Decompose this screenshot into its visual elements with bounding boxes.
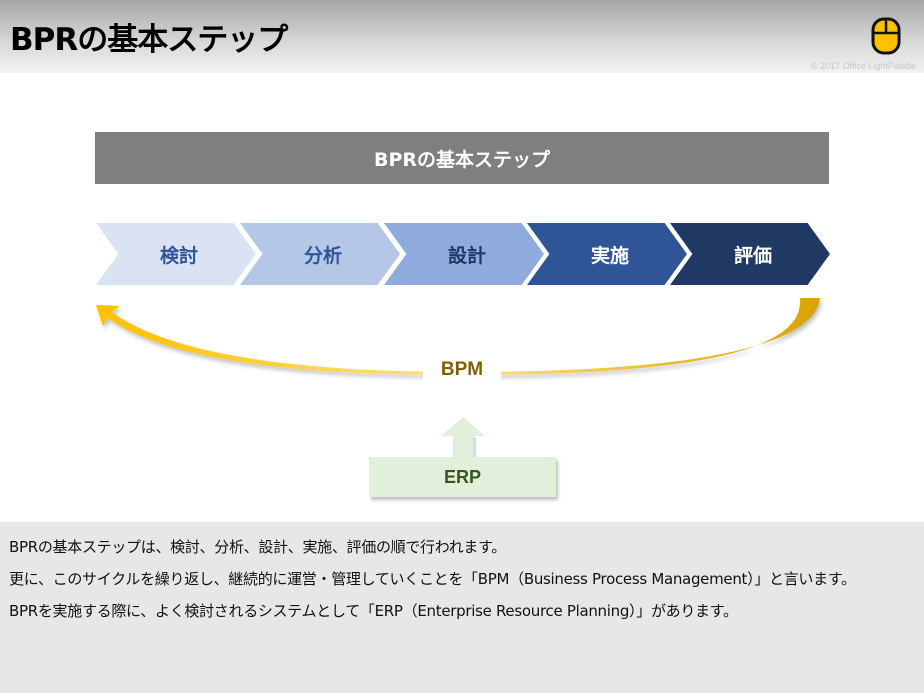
step-label: 評価 [733, 244, 772, 267]
caption-line: BPRを実施する際に、よく検討されるシステムとして「ERP（Enterprise… [9, 602, 738, 620]
up-arrow-icon [441, 417, 485, 458]
step-chevron-implementation: 実施 [527, 223, 687, 285]
step-chevron-review: 検討 [96, 223, 256, 285]
caption-panel: BPRの基本ステップは、検討、分析、設計、実施、評価の順で行われます。 更に、こ… [0, 522, 924, 693]
step-label: 設計 [447, 244, 486, 267]
step-label: 実施 [590, 244, 629, 267]
step-chevron-analysis: 分析 [240, 223, 400, 285]
title-bar: BPRの基本ステップ © 2017 Office LightPaddle [0, 0, 924, 73]
copyright-text: © 2017 Office LightPaddle [810, 61, 916, 71]
erp-box: ERP [369, 457, 556, 497]
step-chevron-evaluation: 評価 [670, 223, 830, 285]
page-title: BPRの基本ステップ [10, 22, 288, 58]
mouse-icon [871, 17, 901, 55]
step-chevron-design: 設計 [384, 223, 544, 285]
caption-line: BPRの基本ステップは、検討、分析、設計、実施、評価の順で行われます。 [9, 538, 507, 556]
caption-line: 更に、このサイクルを繰り返し、継続的に運営・管理していくことを「BPM（Busi… [9, 570, 856, 588]
diagram-banner: BPRの基本ステップ [95, 132, 829, 184]
bpm-label: BPM [423, 359, 501, 381]
step-label: 分析 [303, 244, 342, 267]
step-label: 検討 [159, 244, 198, 267]
